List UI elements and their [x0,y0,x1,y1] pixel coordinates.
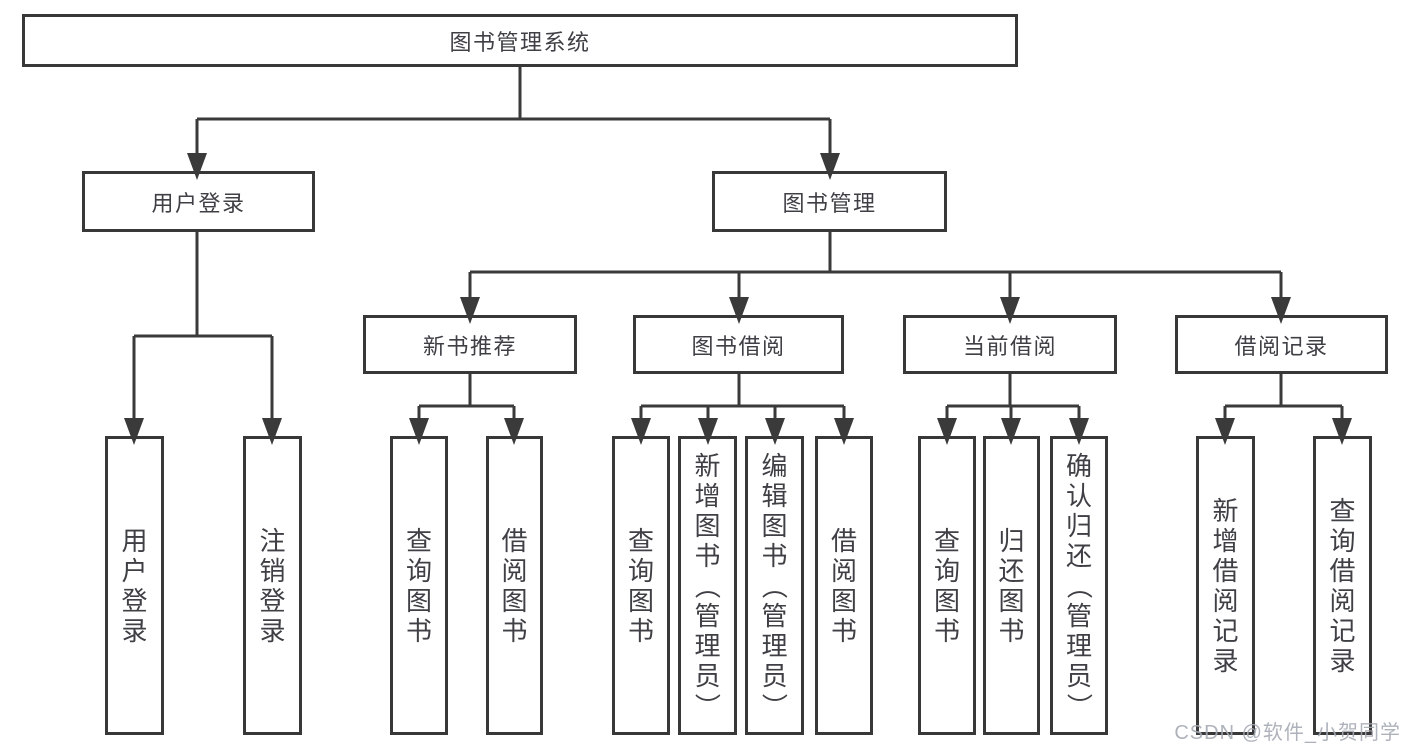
leaf-query-books-recommend: 查询图书 [390,436,448,735]
node-borrowing-records-label: 借阅记录 [1234,333,1329,359]
leaf-query-borrow-record: 查询借阅记录 [1313,436,1372,735]
leaf-query-borrow-record-label: 查询借阅记录 [1329,495,1356,676]
leaf-edit-book-admin-label: 编辑图书（管理员） [759,450,790,719]
leaf-query-books-borrowing-label: 查询图书 [627,525,654,646]
leaf-query-books-current-label: 查询图书 [933,525,960,646]
leaf-add-borrow-record: 新增借阅记录 [1196,436,1255,735]
leaf-add-book-admin-label: 新增图书（管理员） [692,450,723,719]
node-new-book-recommend-label: 新书推荐 [422,333,517,359]
leaf-logout-label: 注销登录 [259,525,286,646]
leaf-edit-book-admin: 编辑图书（管理员） [745,436,804,735]
node-root-label: 图书管理系统 [449,29,591,55]
leaf-query-books-current: 查询图书 [918,436,976,735]
leaf-return-books-label: 归还图书 [998,525,1025,646]
node-root: 图书管理系统 [22,14,1018,67]
node-user-login-label: 用户登录 [151,190,246,216]
node-current-borrowing-label: 当前借阅 [962,333,1057,359]
node-current-borrowing: 当前借阅 [903,315,1117,374]
node-book-borrowing-label: 图书借阅 [691,333,786,359]
leaf-borrow-books-borrowing: 借阅图书 [815,436,873,735]
leaf-add-book-admin: 新增图书（管理员） [678,436,737,735]
leaf-query-books-borrowing: 查询图书 [612,436,670,735]
node-book-management-label: 图书管理 [782,190,877,216]
leaf-borrow-books-recommend: 借阅图书 [486,436,543,735]
leaf-return-books: 归还图书 [983,436,1040,735]
leaf-add-borrow-record-label: 新增借阅记录 [1212,495,1239,676]
node-new-book-recommend: 新书推荐 [363,315,577,374]
leaf-logout: 注销登录 [243,436,302,735]
leaf-confirm-return-admin: 确认归还（管理员） [1050,436,1108,735]
leaf-borrow-books-recommend-label: 借阅图书 [501,525,528,646]
node-book-management: 图书管理 [712,171,947,232]
leaf-borrow-books-borrowing-label: 借阅图书 [830,525,857,646]
leaf-user-login-label: 用户登录 [121,525,148,646]
node-borrowing-records: 借阅记录 [1175,315,1388,374]
leaf-confirm-return-admin-label: 确认归还（管理员） [1063,450,1094,719]
csdn-watermark: CSDN @软件_小贺同学 [1174,722,1401,744]
node-book-borrowing: 图书借阅 [633,315,844,374]
leaf-user-login: 用户登录 [105,436,164,735]
node-user-login: 用户登录 [82,171,315,232]
leaf-query-books-recommend-label: 查询图书 [405,525,432,646]
